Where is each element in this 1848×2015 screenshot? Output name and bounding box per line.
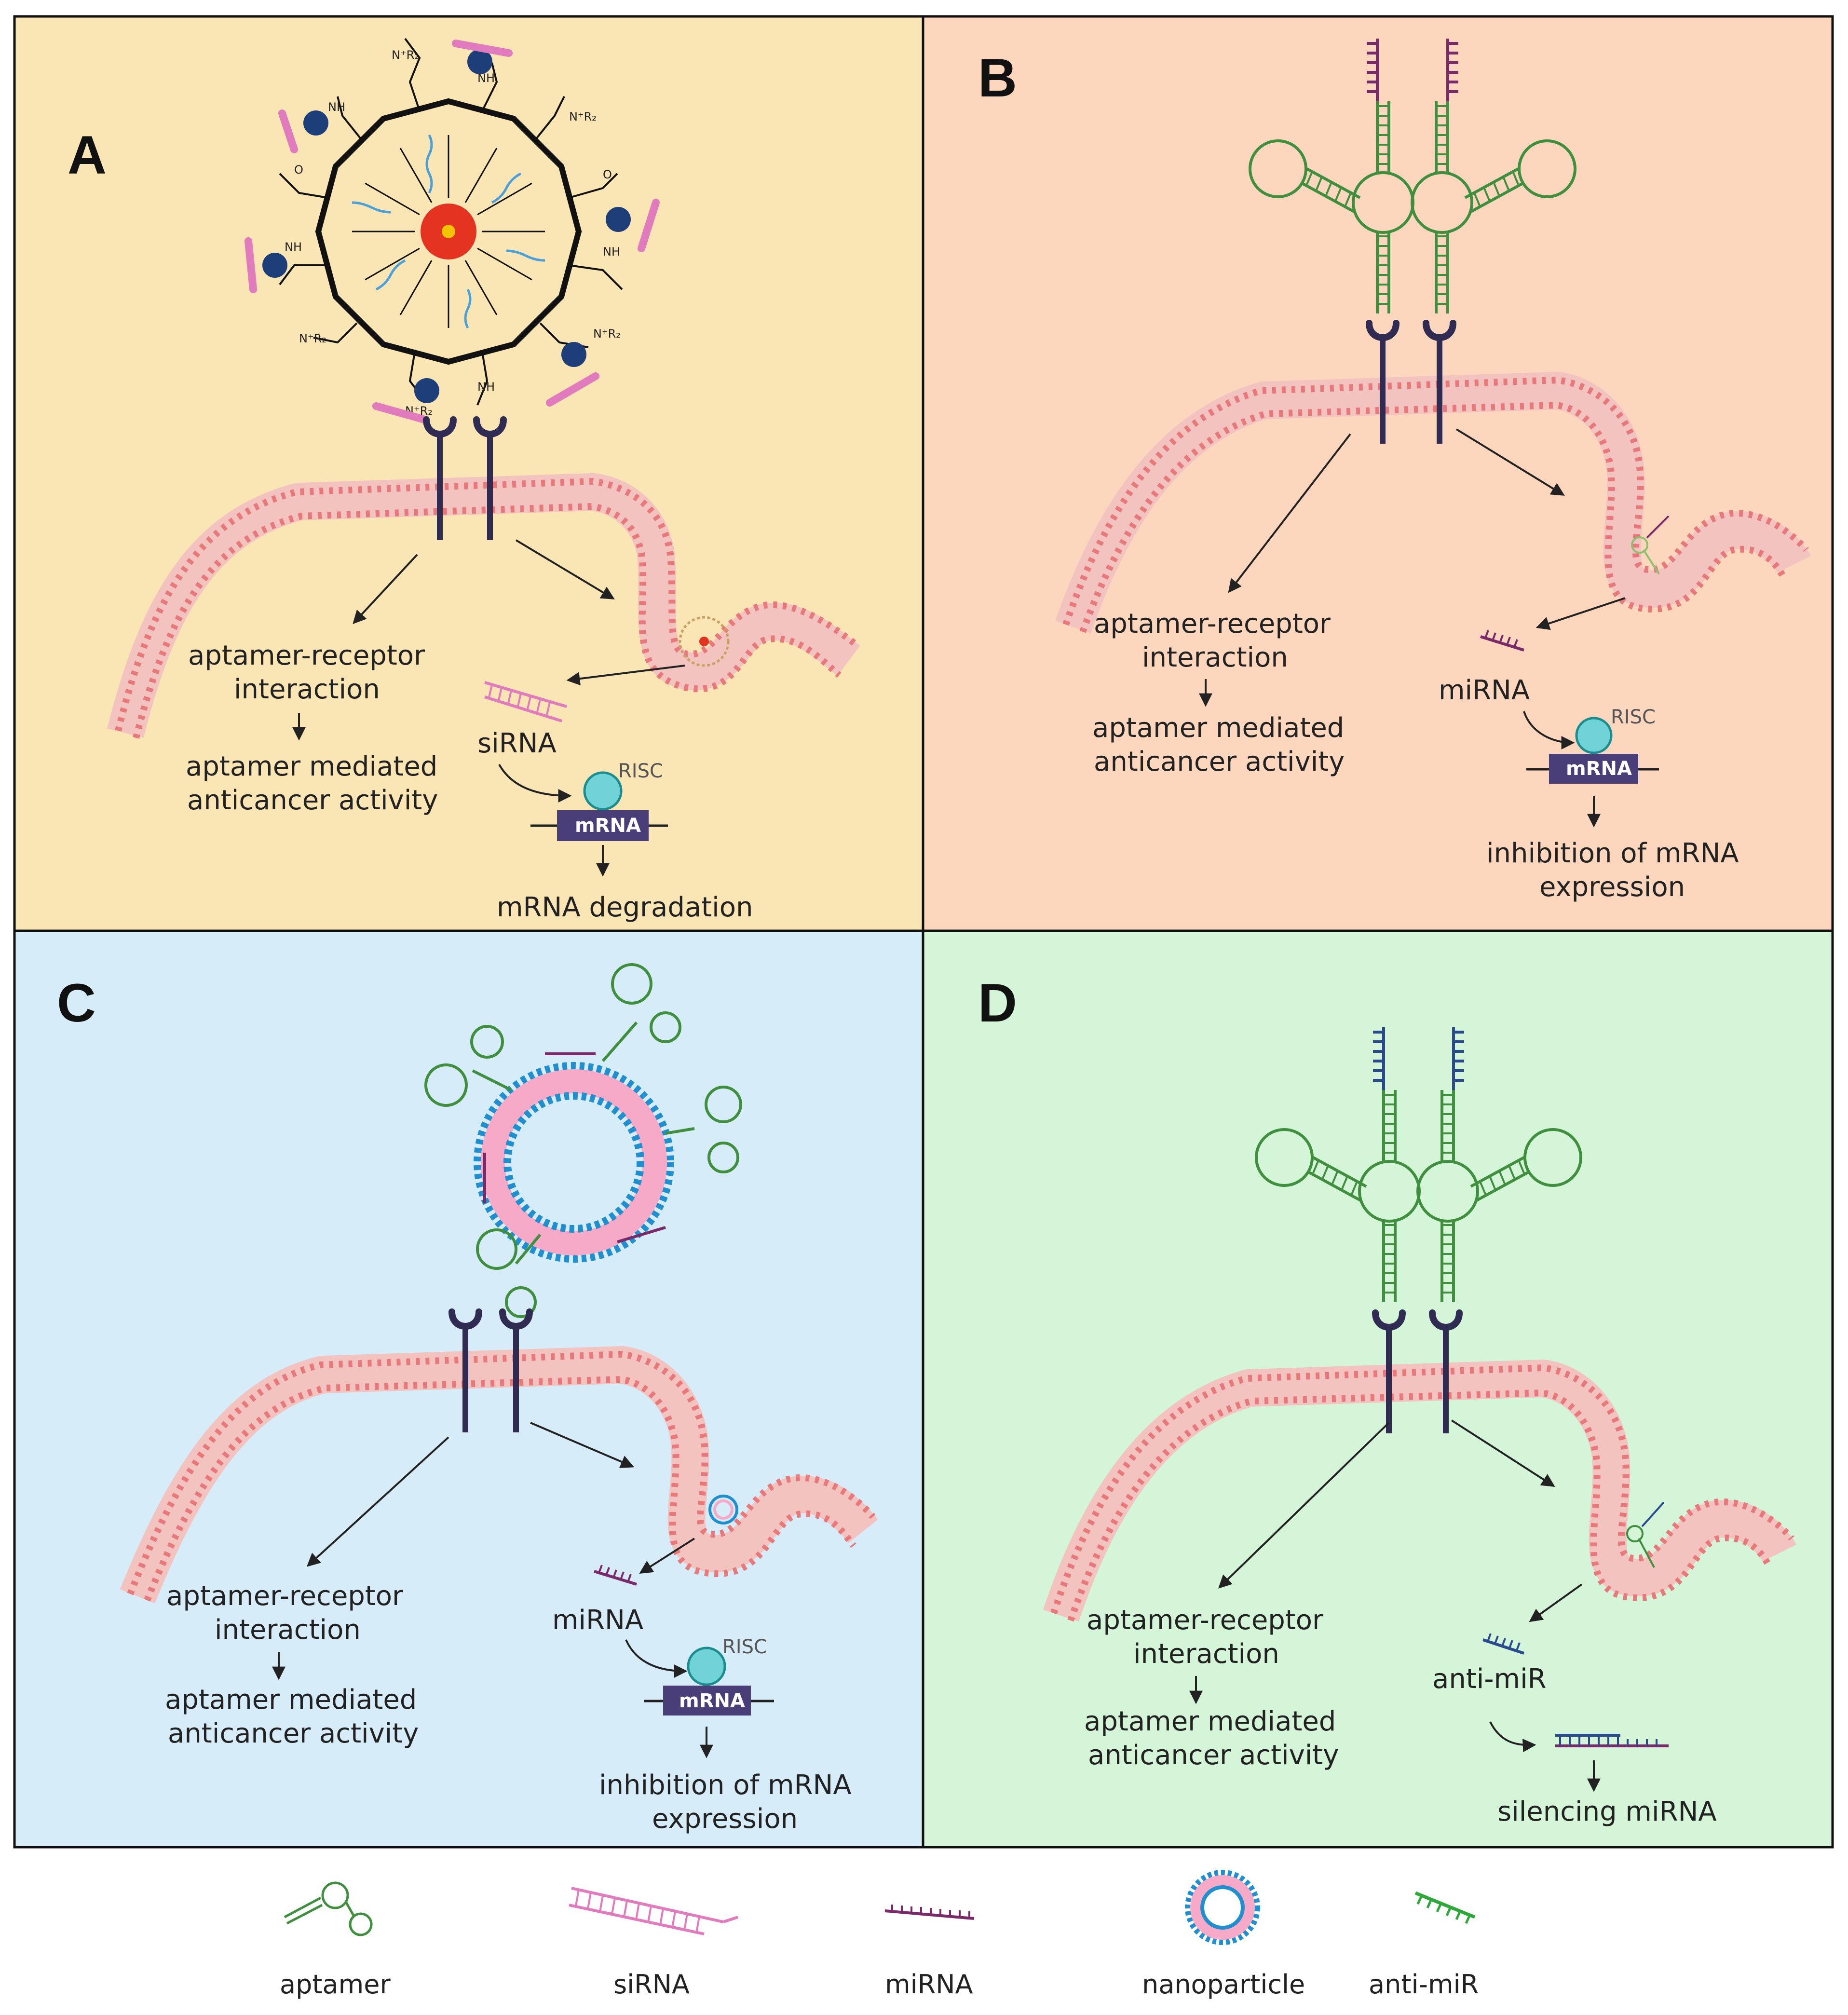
risc-complex — [687, 1647, 726, 1686]
label-inhibition: inhibition of mRNA — [599, 1770, 852, 1801]
legend-label-mirna: miRNA — [885, 1969, 973, 2000]
label-mrna-degradation: mRNA degradation — [497, 892, 753, 923]
label-interaction: interaction — [1142, 642, 1288, 673]
panel-letter-d: D — [978, 973, 1017, 1033]
panel-a-background — [13, 15, 924, 932]
panel-letter-c: C — [57, 973, 96, 1033]
label-aptamer-receptor: aptamer-receptor — [188, 640, 425, 671]
internalized-nanocarrier — [679, 616, 730, 667]
label-anticancer-activity: anticancer activity — [168, 1718, 419, 1749]
mirna-strand — [1480, 630, 1524, 652]
label-expression: expression — [652, 1803, 798, 1835]
mrna-box — [663, 1686, 751, 1715]
aptamer-icon — [284, 1881, 373, 1936]
label-anti-mir: anti-miR — [1432, 1663, 1547, 1695]
nanoparticle-icon — [1185, 1870, 1260, 1945]
internalized-chimera — [1631, 515, 1670, 575]
label-anticancer-activity: anticancer activity — [187, 785, 438, 816]
chem-label-nh: NH — [477, 380, 495, 394]
chem-label-nh: NH — [603, 245, 620, 259]
aptamer-mirna-chimera-left — [1250, 39, 1413, 313]
label-interaction: interaction — [234, 674, 380, 705]
chem-label-o: O — [603, 168, 612, 181]
panel-a: A — [68, 38, 861, 923]
mrna-box — [557, 810, 649, 841]
label-mrna: mRNA — [575, 815, 641, 837]
cell-membrane — [107, 473, 860, 738]
label-interaction: interaction — [215, 1614, 361, 1646]
internalized-chimera — [1626, 1501, 1665, 1568]
liposome-nanoparticle — [474, 1062, 674, 1263]
legend: aptamer siRNA miRNA nanoparticle anti-mi… — [280, 1870, 1479, 2000]
chem-label-o: O — [294, 163, 303, 177]
label-mirna: miRNA — [552, 1605, 643, 1636]
mirna-strand — [594, 1565, 637, 1586]
chem-label-nh: NH — [285, 240, 302, 254]
label-aptamer-mediated: aptamer mediated — [1092, 712, 1344, 744]
legend-label-nanoparticle: nanoparticle — [1142, 1969, 1305, 2000]
label-aptamer-mediated: aptamer mediated — [186, 751, 437, 782]
antimir-mirna-duplex — [1555, 1734, 1669, 1747]
panel-c-background — [13, 929, 924, 1849]
label-aptamer-mediated: aptamer mediated — [1084, 1706, 1336, 1737]
cell-membrane — [120, 1346, 878, 1604]
label-anticancer-activity: anticancer activity — [1094, 746, 1345, 777]
label-risc: RISC — [618, 760, 663, 782]
aptamer-antimir-chimera-right — [1418, 1027, 1581, 1302]
panel-letter-b: B — [978, 48, 1017, 108]
legend-label-anti-mir: anti-miR — [1369, 1969, 1479, 2000]
label-anticancer-activity: anticancer activity — [1088, 1740, 1339, 1771]
antimir-strand — [1482, 1633, 1524, 1655]
label-inhibition: inhibition of mRNA — [1486, 838, 1739, 869]
label-sirna: siRNA — [477, 728, 557, 759]
chem-label-nr: N⁺R₂ — [299, 332, 326, 345]
label-risc: RISC — [722, 1636, 767, 1658]
panel-c: C aptamer-recept — [57, 963, 878, 1835]
label-mrna: mRNA — [679, 1690, 745, 1712]
liposome-mirna — [483, 1052, 666, 1243]
label-mrna: mRNA — [1566, 758, 1632, 780]
risc-complex — [583, 771, 623, 811]
panel-b: B aptamer-receptor interaction aptamer m… — [978, 39, 1811, 903]
label-silencing-mirna: silencing miRNA — [1497, 1796, 1717, 1827]
cell-membrane — [1055, 371, 1811, 633]
aptamer-mirna-chimera-right — [1412, 39, 1575, 313]
label-risc: RISC — [1611, 706, 1656, 728]
label-expression: expression — [1539, 871, 1685, 903]
mrna-box — [1549, 754, 1638, 784]
label-aptamer-mediated: aptamer mediated — [165, 1684, 417, 1715]
sirna-clusters — [262, 49, 631, 403]
sirna-icon — [569, 1887, 738, 1935]
chem-label-nr: N⁺R₂ — [392, 48, 419, 62]
aptamer-antimir-chimera-left — [1256, 1027, 1419, 1302]
liposome-aptamers — [424, 963, 742, 1318]
chem-label-nr: N⁺R₂ — [569, 110, 597, 123]
macrocycle-nanocarrier: N⁺R₂ NH N⁺R₂ O NH N⁺R₂ NH N⁺R₂ N⁺R₂ NH O… — [279, 38, 623, 418]
label-mirna: miRNA — [1439, 675, 1530, 706]
chem-label-nh: NH — [328, 100, 345, 114]
label-aptamer-receptor: aptamer-receptor — [1087, 1605, 1324, 1636]
legend-label-sirna: siRNA — [613, 1969, 690, 2000]
chem-label-nr: N⁺R₂ — [593, 327, 621, 340]
aptamer-conjugates — [245, 40, 660, 423]
legend-label-aptamer: aptamer — [280, 1969, 391, 2000]
sirna-duplex — [484, 681, 567, 722]
internalized-liposome — [708, 1495, 738, 1525]
label-interaction: interaction — [1133, 1638, 1279, 1670]
mirna-icon — [884, 1905, 975, 1920]
panel-d: D aptamer-receptor interaction aptamer m… — [978, 973, 1796, 1827]
cell-membrane — [1043, 1359, 1796, 1622]
anti-mir-icon — [1414, 1891, 1476, 1924]
label-aptamer-receptor: aptamer-receptor — [1094, 608, 1331, 640]
panel-letter-a: A — [68, 125, 107, 185]
label-aptamer-receptor: aptamer-receptor — [166, 1580, 404, 1612]
risc-complex — [1575, 717, 1613, 754]
